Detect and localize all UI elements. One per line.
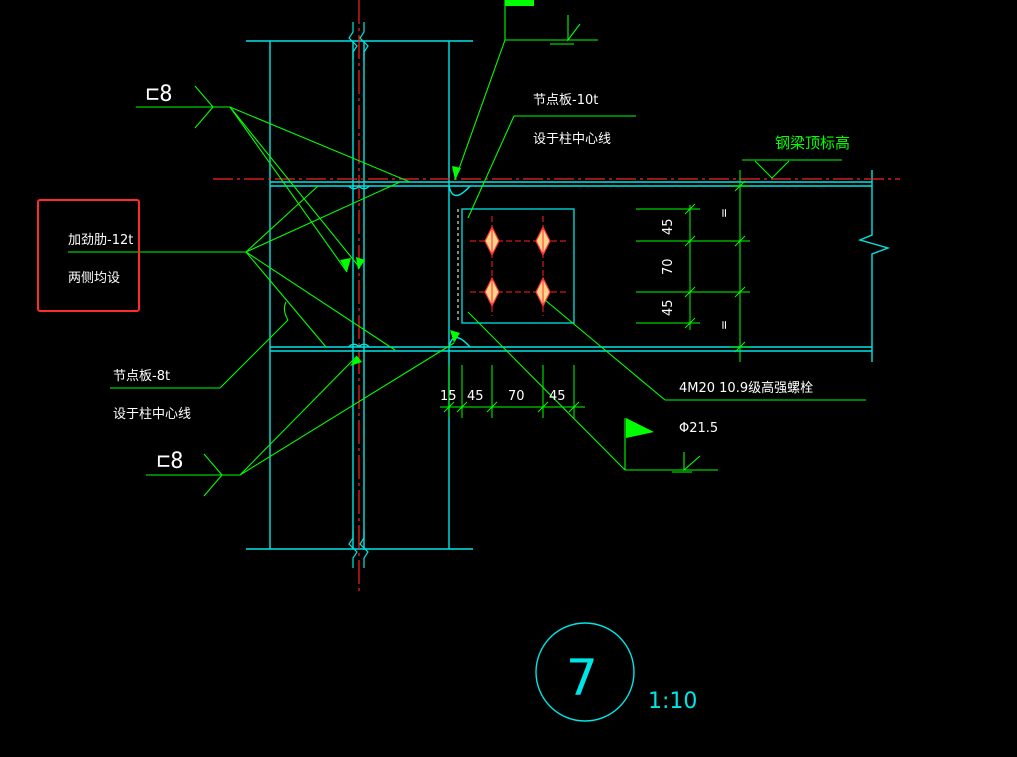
bolt-grid-lines (470, 216, 566, 316)
dim-h-45b: 45 (549, 389, 566, 404)
dim-v-70: 70 (661, 258, 676, 275)
dim-h-45a: 45 (467, 389, 484, 404)
weld-leader-bottom-2 (239, 342, 455, 476)
bolt-1 (484, 225, 500, 257)
hole-diameter-label: Φ21.5 (679, 421, 718, 436)
gusset-left-note: 设于柱中心线 (113, 407, 191, 422)
dim-h-15: 15 (440, 389, 457, 404)
steel-column (246, 40, 473, 550)
weld-flag-bottom (626, 418, 654, 438)
gusset-top-label: 节点板-10t (533, 93, 598, 108)
gusset-plate (457, 208, 575, 324)
weld-flag-top (505, 0, 534, 6)
bolt-3 (484, 276, 500, 308)
column-break-marks (348, 22, 369, 568)
detail-scale: 1:10 (648, 689, 697, 714)
gusset-left-label: 节点板-8t (113, 369, 170, 384)
gusset-top-note: 设于柱中心线 (533, 132, 611, 147)
leader-arrowheads (340, 166, 461, 366)
detail-number: 7 (566, 649, 598, 707)
leader-lines (68, 0, 866, 497)
dim-h-70: 70 (508, 389, 525, 404)
dim-v-45b: 45 (661, 299, 676, 316)
bolt-2 (535, 225, 551, 257)
steel-beam (270, 170, 891, 362)
bolt-spec-label: 4M20 10.9级高强螺栓 (679, 380, 813, 396)
detail-bubble (535, 622, 635, 722)
weld-symbol-top: ⊏8 (146, 82, 173, 107)
bolt-4 (535, 276, 551, 308)
equal-mark-2: = (717, 320, 731, 330)
stiffener-label: 加劲肋-12t (68, 233, 133, 248)
beam-top-elevation-label: 钢梁顶标高 (775, 134, 850, 152)
horizontal-dimension-chain (440, 365, 585, 418)
weld-leader-top-2 (229, 106, 361, 269)
weld-symbol-bottom: ⊏8 (157, 449, 184, 474)
stiffener-note: 两侧均设 (68, 271, 120, 286)
bolt-group (484, 225, 551, 308)
highlight-box (37, 199, 140, 312)
equal-mark-1: = (717, 208, 731, 218)
vertical-dimension-chain (636, 170, 750, 362)
dim-v-45a: 45 (661, 218, 676, 235)
